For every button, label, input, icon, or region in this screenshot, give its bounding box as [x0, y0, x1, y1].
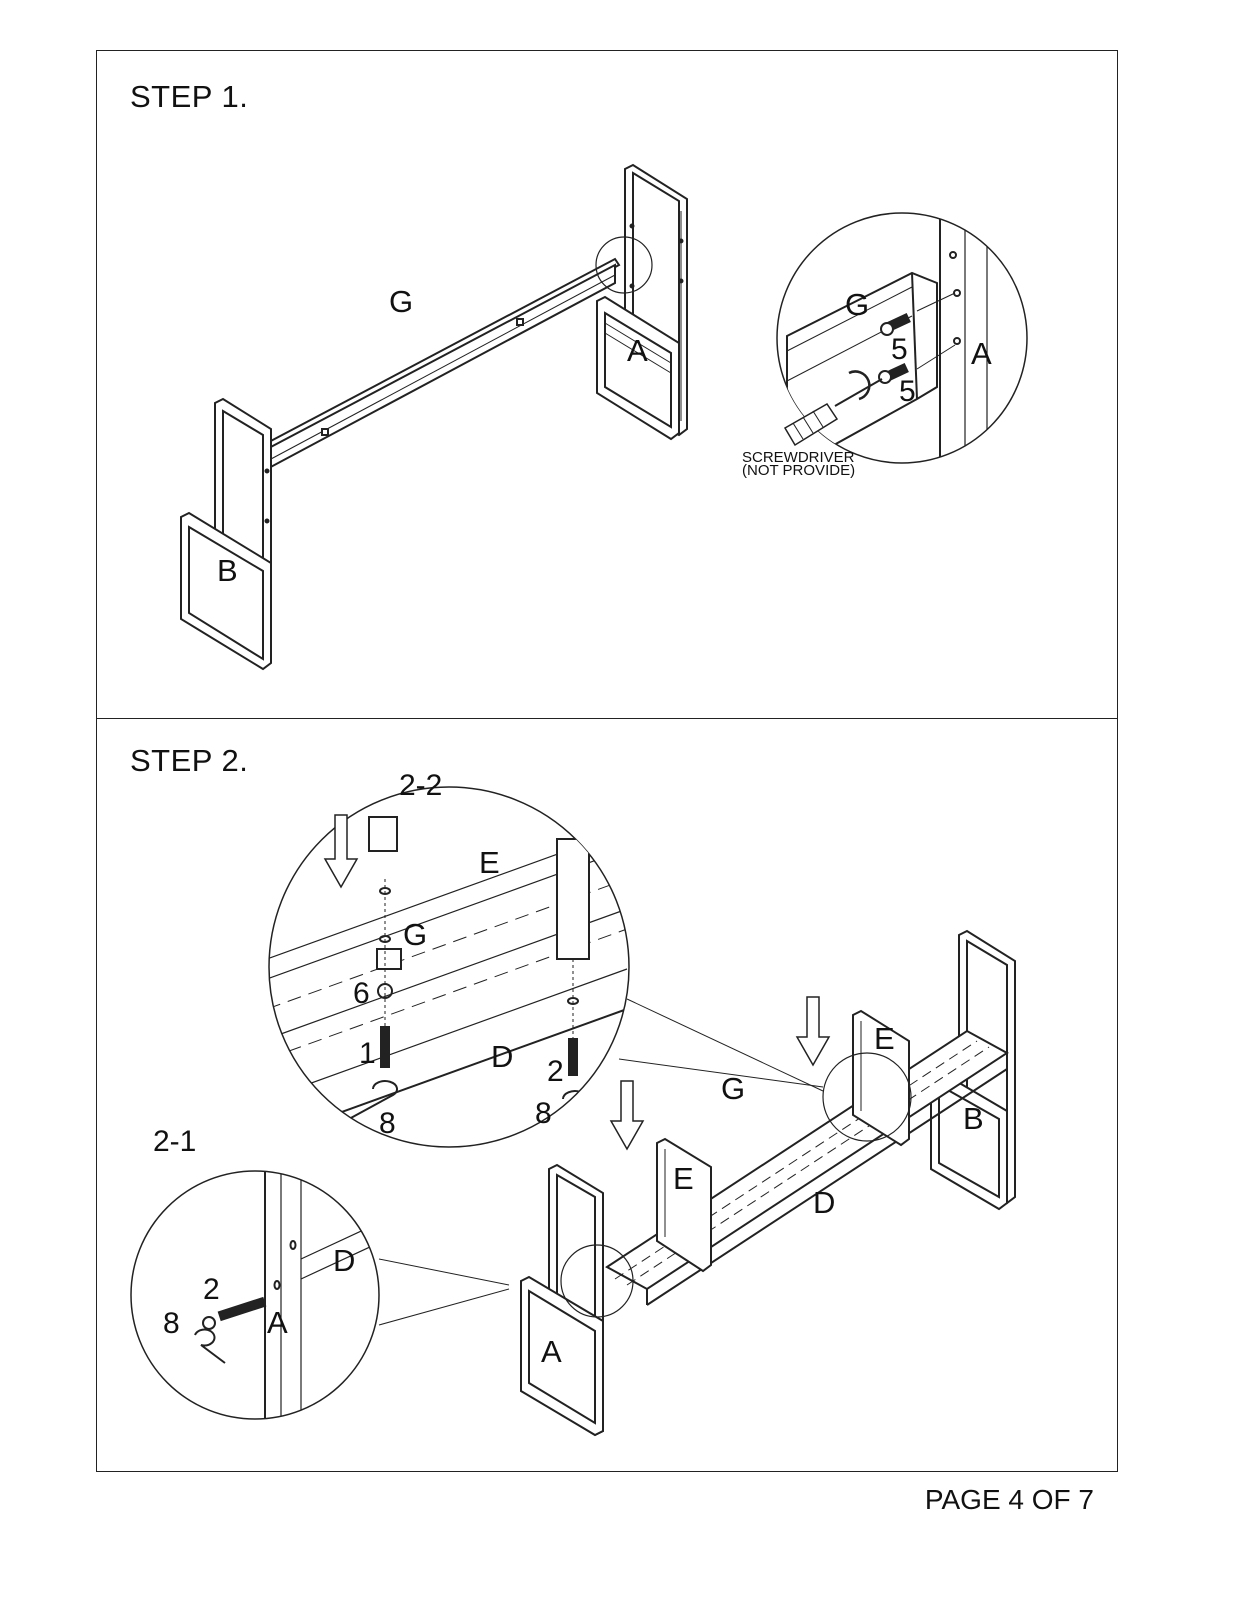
- step1-label-g: G: [389, 284, 413, 319]
- detail1-label-g: G: [845, 287, 869, 322]
- detail1-label-a: A: [971, 336, 992, 371]
- allen-key-icon: [194, 1328, 226, 1364]
- step2-label-b: B: [963, 1101, 984, 1136]
- screw-5-upper: [880, 312, 911, 336]
- step-2-title: STEP 2.: [130, 743, 249, 778]
- detail1-screw-qty-2: 5: [899, 375, 916, 408]
- step-2-assembly: [378, 929, 1016, 1437]
- step-1-panel: STEP 1.: [96, 50, 1118, 719]
- step1-label-a: A: [627, 333, 648, 368]
- step1-label-b: B: [217, 553, 238, 588]
- step-1-illustration: G A B: [180, 163, 1028, 671]
- detail1-screw-qty-1: 5: [891, 333, 908, 366]
- down-arrow-icon: [323, 814, 359, 889]
- detail21-label-d: D: [333, 1243, 355, 1278]
- detail22-washer-no: 6: [353, 977, 370, 1010]
- detail21-key-no: 8: [163, 1307, 180, 1340]
- detail22-key2-no: 8: [535, 1097, 552, 1130]
- allen-key-icon: [348, 1080, 398, 1120]
- down-arrow-icon: [609, 1080, 645, 1151]
- detail21-label-a: A: [267, 1305, 288, 1340]
- step2-label-e-left: E: [673, 1161, 694, 1196]
- page-number: PAGE 4 OF 7: [924, 1484, 1094, 1515]
- detail-2-2-circle: [268, 786, 630, 1148]
- step-2-panel: STEP 2.: [96, 718, 1118, 1472]
- down-arrow-icon: [795, 996, 831, 1067]
- bolt-1-icon: [380, 1026, 390, 1068]
- step-2-illustration: E E G D A B: [130, 769, 1016, 1437]
- panel-b-board: [180, 511, 272, 671]
- detail22-key1-no: 8: [379, 1107, 396, 1140]
- bolt-2-icon: [568, 1038, 578, 1076]
- detail21-bolt-no: 2: [203, 1273, 220, 1306]
- detail22-label-e: E: [479, 845, 500, 880]
- screwdriver-icon: [783, 378, 883, 447]
- step2-label-e-right: E: [874, 1021, 895, 1056]
- beam-g: [265, 257, 621, 471]
- step-1-title: STEP 1.: [130, 79, 249, 114]
- step2-label-a: A: [541, 1334, 562, 1369]
- step-1-detail-circle: [776, 212, 1028, 464]
- rotation-arrow-icon: [848, 370, 871, 401]
- detail-2-1-label: 2-1: [153, 1125, 196, 1158]
- bolt-2-icon: [217, 1296, 267, 1322]
- detail22-bolt1-no: 1: [359, 1037, 376, 1070]
- joint-callout-circle: [595, 236, 653, 294]
- panel-a-board: [596, 295, 680, 441]
- tool-note-line2: (NOT PROVIDE): [742, 462, 855, 479]
- detail22-label-d: D: [491, 1039, 513, 1074]
- step2-label-d: D: [813, 1185, 835, 1220]
- tool-note-line1: SCREWDRIVER: [742, 449, 855, 466]
- detail22-label-g: G: [403, 917, 427, 952]
- detail-2-2-label: 2-2: [399, 769, 442, 802]
- detail22-bolt2-no: 2: [547, 1055, 564, 1088]
- step2-label-g: G: [721, 1071, 745, 1106]
- detail-2-1-circle: [130, 1170, 380, 1420]
